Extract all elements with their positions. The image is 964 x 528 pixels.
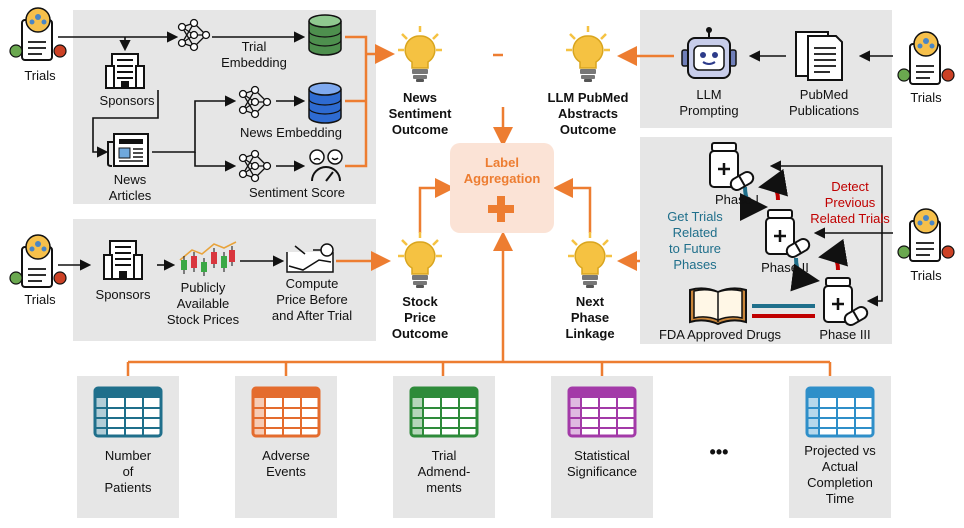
lightbulb-icon xyxy=(398,232,442,290)
phase3-bottle-icon xyxy=(818,276,870,328)
next-phase-label: Next Phase Linkage xyxy=(565,294,615,341)
plus-icon xyxy=(488,196,514,222)
compute-price-label: Compute Price Before and After Trial xyxy=(271,276,353,323)
lightbulb-icon xyxy=(566,26,610,84)
previous-trials-label: Detect Previous Related Trials xyxy=(810,179,890,226)
green-database-icon xyxy=(306,14,344,56)
table-icon xyxy=(93,386,163,438)
ellipsis: ••• xyxy=(709,442,729,462)
table-label-patients: Number of Patients xyxy=(104,448,152,495)
stock-prices-label: Publicly Available Stock Prices xyxy=(166,280,240,327)
table-label-completion: Projected vs Actual Completion Time xyxy=(804,443,876,506)
llm-prompting-label: LLM Prompting xyxy=(679,87,739,118)
robot-icon xyxy=(678,26,740,82)
phase1-bottle-icon xyxy=(704,141,756,193)
label-aggregation-label: Label Aggregation xyxy=(463,155,541,186)
building-icon xyxy=(100,235,146,281)
trials-clipboard-icon xyxy=(896,207,956,265)
phase1-label: Phase I xyxy=(714,192,760,207)
building-icon xyxy=(102,48,148,90)
fda-approved-label: FDA Approved Drugs xyxy=(658,327,782,342)
table-icon xyxy=(409,386,479,438)
trials-clipboard-icon xyxy=(896,30,956,88)
trials-label: Trials xyxy=(910,268,942,283)
neural-network-icon xyxy=(237,148,273,184)
table-icon xyxy=(567,386,637,438)
compute-price-icon xyxy=(283,240,337,274)
news-articles-label: News Articles xyxy=(108,172,152,203)
future-phases-label: Get Trials Related to Future Phases xyxy=(667,209,723,272)
table-label-amendments: Trial Admend- ments xyxy=(417,448,471,495)
table-label-adverse: Adverse Events xyxy=(262,448,310,479)
trials-label: Trials xyxy=(24,292,56,307)
trial-embedding-label: Trial Embedding xyxy=(221,39,287,70)
phase3-label: Phase III xyxy=(819,327,871,342)
blue-database-icon xyxy=(306,82,344,124)
neural-network-icon xyxy=(237,84,273,120)
news-outcome-label: News Sentiment Outcome xyxy=(388,90,452,137)
pubmed-panel xyxy=(640,10,892,128)
phase2-label: Phase II xyxy=(761,260,809,275)
newspaper-icon xyxy=(106,130,152,170)
phase2-bottle-icon xyxy=(760,208,812,260)
book-icon xyxy=(686,284,750,326)
trials-clipboard-icon xyxy=(8,233,68,291)
llm-outcome-label: LLM PubMed Abstracts Outcome xyxy=(547,90,629,137)
lightbulb-icon xyxy=(398,26,442,84)
news-embedding-label: News Embedding xyxy=(240,125,342,140)
table-label-significance: Statistical Significance xyxy=(566,448,638,479)
table-icon xyxy=(805,386,875,438)
trials-label: Trials xyxy=(910,90,942,105)
table-icon xyxy=(251,386,321,438)
neural-network-icon xyxy=(176,17,212,53)
sentiment-gauge-icon xyxy=(306,147,346,183)
sentiment-score-label: Sentiment Score xyxy=(248,185,346,200)
sponsors-label: Sponsors xyxy=(99,93,155,108)
lightbulb-icon xyxy=(568,232,612,290)
trials-clipboard-icon xyxy=(8,6,68,64)
stock-outcome-label: Stock Price Outcome xyxy=(391,294,449,341)
sponsors-label: Sponsors xyxy=(95,287,151,302)
trials-label: Trials xyxy=(24,68,56,83)
candlestick-chart-icon xyxy=(178,238,238,278)
pubmed-publications-label: PubMed Publications xyxy=(788,87,860,118)
documents-icon xyxy=(792,26,846,82)
